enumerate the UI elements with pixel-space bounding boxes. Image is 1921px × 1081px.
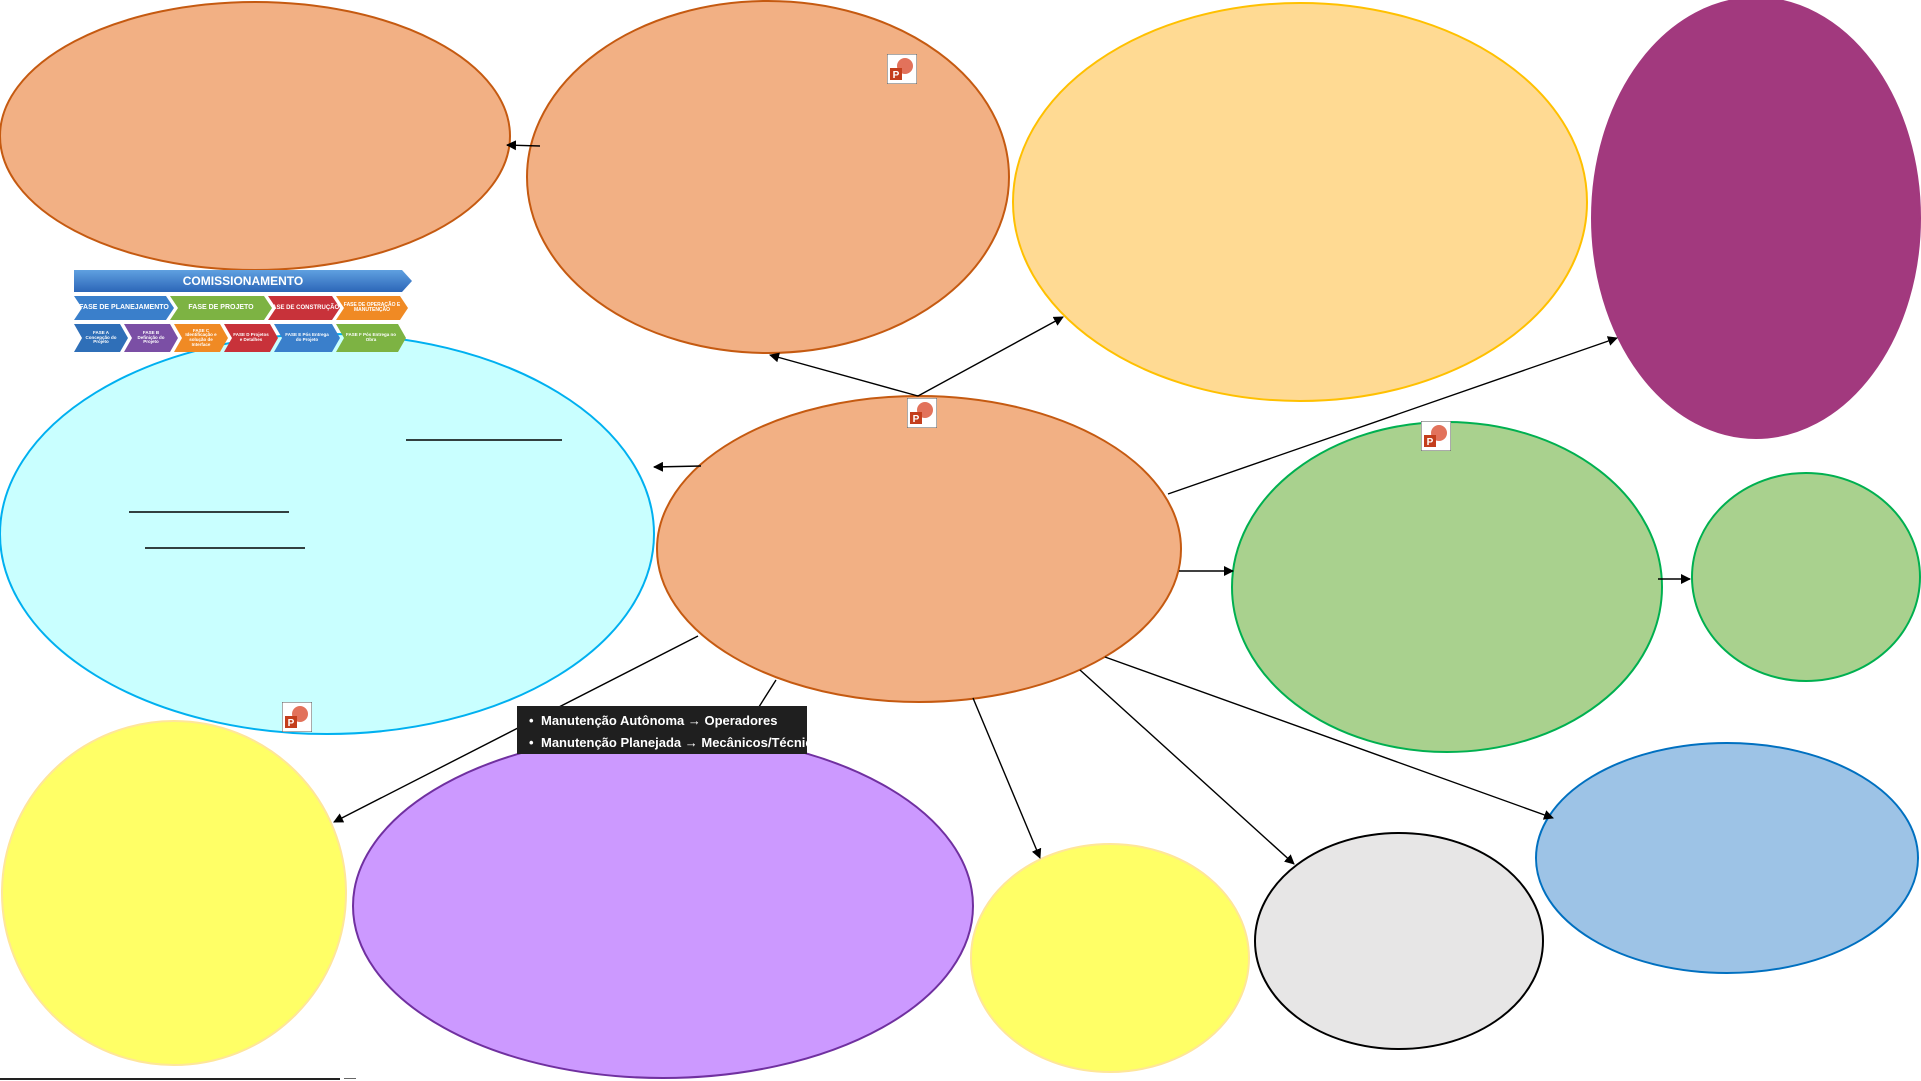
svg-text:P: P (288, 718, 295, 729)
node-yellow-left[interactable] (1, 720, 347, 1066)
node-green-small[interactable] (1691, 472, 1921, 682)
connector-center-to-yellow-small (972, 697, 1042, 859)
svg-text:P: P (1427, 437, 1434, 448)
node-top-center[interactable] (526, 0, 1010, 354)
node-center[interactable] (656, 395, 1182, 703)
powerpoint-icon[interactable]: P (1420, 420, 1452, 452)
timeline-subphase: FASE B Definição do Projeto (124, 324, 178, 352)
connector-center-to-topcenter (769, 352, 919, 397)
tooltip-maintenance: Manutenção Autônoma → Operadores Manuten… (517, 706, 828, 756)
timeline-subphase: FASE F Pós Entrega no Obra (336, 324, 406, 352)
node-gray[interactable] (1254, 832, 1544, 1050)
node-top-left[interactable] (0, 1, 511, 271)
svg-text:P: P (913, 414, 920, 425)
powerpoint-icon[interactable]: P (281, 701, 313, 733)
commissioning-timeline: COMISSIONAMENTO FASE DE PLANEJAMENTO FAS… (74, 270, 424, 358)
node-blue[interactable] (1535, 742, 1919, 974)
node-yellow-small[interactable] (970, 843, 1250, 1073)
tooltip-item: Manutenção Planejada → Mecânicos/Técnico… (529, 734, 828, 756)
timeline-subphases: FASE A Concepção do Projeto FASE B Defin… (74, 324, 402, 352)
timeline-subphase: FASE E Pós Entrega do Projeto (274, 324, 340, 352)
svg-text:P: P (893, 70, 900, 81)
node-lavender[interactable] (352, 733, 974, 1079)
connector-topcenter-to-topleft (506, 140, 541, 151)
powerpoint-icon[interactable]: P (906, 397, 938, 429)
connector-center-to-gray (1079, 669, 1295, 865)
node-top-right-cream[interactable] (1012, 2, 1588, 402)
tooltip-item: Manutenção Autônoma → Operadores (529, 712, 799, 734)
timeline-phases: FASE DE PLANEJAMENTO FASE DE PROJETO FAS… (74, 296, 404, 320)
timeline-phase: FASE DE PLANEJAMENTO (74, 296, 174, 320)
timeline-subphase: FASE A Concepção do Projeto (74, 324, 128, 352)
timeline-subphase: FASE D Projetos e Detalhes (224, 324, 278, 352)
connector-center-to-cream (917, 316, 1064, 397)
footnote-separator-tick (344, 1078, 356, 1079)
node-purple[interactable] (1591, 0, 1921, 439)
connector-center-to-blue (1104, 656, 1554, 820)
footnote-separator (0, 1078, 340, 1080)
timeline-title: COMISSIONAMENTO (74, 270, 412, 292)
powerpoint-icon[interactable]: P (886, 53, 918, 85)
connector-center-to-lavender (756, 679, 777, 711)
connector-center-to-cyan (653, 461, 702, 472)
node-cyan[interactable] (0, 333, 655, 735)
timeline-subphase: FASE C Identificação e solução de Interf… (174, 324, 228, 352)
connector-center-to-yellow-left (333, 635, 699, 823)
timeline-phase: FASE DE PROJETO (170, 296, 272, 320)
timeline-phase: FASE DE CONSTRUÇÃO (268, 296, 340, 320)
connector-center-to-purple (1167, 336, 1618, 495)
node-green-large[interactable] (1231, 421, 1663, 753)
timeline-phase: FASE DE OPERAÇÃO E MANUTENÇÃO (336, 296, 408, 320)
